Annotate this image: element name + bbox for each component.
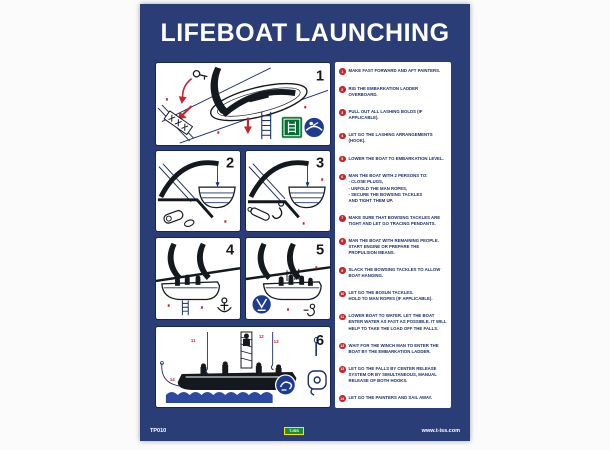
panel-number: 2 <box>226 156 234 172</box>
step-number-badge: 8 <box>339 238 346 245</box>
mast-ladder-drawing <box>240 331 253 369</box>
instruction-step: 10 LET GO THE BOSUN TACKLES. HOLD TO MAN… <box>339 290 447 302</box>
instruction-step: 11 LOWER BOAT TO WATER. LET THE BOAT ENT… <box>339 313 447 331</box>
website-url: www.t-iss.com <box>421 427 460 434</box>
step-text: LET GO THE BOSUN TACKLES. HOLD TO MAN RO… <box>348 290 433 302</box>
water-waves <box>165 392 273 403</box>
turnbuckle-detail <box>247 206 270 221</box>
step-number-badge: 6 <box>339 173 346 181</box>
board-lifeboat-badge-icon <box>303 116 326 139</box>
crew-silhouettes <box>200 361 282 375</box>
step-number-badge: 13 <box>339 366 346 373</box>
step-number-badge: 12 <box>339 342 346 350</box>
key-icon <box>192 69 208 80</box>
step-number-badge: 11 <box>339 313 346 321</box>
instruction-step: 1 MAKE FAST FORWARD AND AFT PAINTERS. <box>339 68 447 75</box>
davit-hook-drawing: 3 <box>247 156 326 225</box>
instruction-step: 5 LOWER THE BOAT TO EMBARKATION LEVEL. <box>339 156 447 163</box>
step-text: LOWER BOAT TO WATER. LET THE BOAT ENTER … <box>348 313 447 331</box>
crew-silhouettes <box>175 274 201 286</box>
product-code: TP010 <box>150 427 167 434</box>
t-iss-logo: T-ISS <box>283 426 304 435</box>
step-text: RIG THE EMBARKATION LADDER OVERBOARD. <box>348 85 419 97</box>
instruction-step: 14 LET GO THE PAINTERS AND SAIL AWAY. <box>339 395 447 402</box>
step-number-badge: 5 <box>339 155 346 163</box>
step-number-badge: 1 <box>339 68 346 75</box>
red-curved-arrow-icon <box>178 78 193 104</box>
embarkation-ladder-drawing <box>261 111 272 140</box>
instruction-step: 3 PULL OUT ALL LASHING BOLDS (IF APPLICA… <box>339 109 447 121</box>
bowsing-badge-icon <box>251 293 273 315</box>
poster-footer: TP010 T-ISS www.t-iss.com <box>150 425 460 436</box>
step-number-badge: 14 <box>339 395 346 402</box>
instruction-step: 13 LET GO THE FALLS BY CENTER RELEASE SY… <box>339 366 447 384</box>
panel-number: 6 <box>316 333 324 349</box>
step-text: LET GO THE FALLS BY CENTER RELEASE SYSTE… <box>348 365 437 383</box>
step-text: MAKE FAST FORWARD AND AFT PAINTERS. <box>348 68 441 73</box>
lifeboat-launching-poster: LIFEBOAT LAUNCHING <box>140 4 470 441</box>
shackle-detail <box>307 370 327 396</box>
fall-end-detail <box>313 337 319 356</box>
instruction-step: 2 RIG THE EMBARKATION LADDER OVERBOARD. <box>339 86 447 98</box>
ladder-badge-icon <box>281 116 303 139</box>
panel-step-5-illustration: 5 <box>245 237 331 320</box>
instructions-list: 1 MAKE FAST FORWARD AND AFT PAINTERS. 2 … <box>335 62 451 408</box>
panel-step-6-illustration: 11 12 13 14 6 <box>155 326 331 408</box>
panel-step-1-illustration: 1 <box>155 62 331 146</box>
instruction-step: 9 SLACK THE BOWSING TACKLES TO ALLOW BOA… <box>339 267 447 279</box>
boat-hanging-drawing: 5 <box>246 243 330 317</box>
panel-number: 5 <box>316 243 324 259</box>
step-number-badge: 3 <box>339 109 346 116</box>
annotation-14: 14 <box>170 377 175 382</box>
step-text: MAN THE BOAT WITH 2 PERSONS TO: - CLOSE … <box>348 173 428 203</box>
ladder-drawing <box>181 300 189 316</box>
release-badge-icon <box>274 374 297 396</box>
lashing-winch-drawing <box>163 110 194 136</box>
step-text: SLACK THE BOWSING TACKLES TO ALLOW BOAT … <box>348 267 441 279</box>
step-number-badge: 10 <box>339 290 346 298</box>
hook-detail <box>303 303 316 317</box>
step-number-badge: 4 <box>339 132 346 140</box>
painter-line <box>161 362 180 387</box>
davit-lowering-drawing: 2 <box>157 156 236 227</box>
panel-number: 4 <box>226 243 235 259</box>
manned-boat-drawing: 4 <box>156 243 240 316</box>
panel-number: 1 <box>316 69 324 85</box>
step-number-badge: 9 <box>339 267 346 274</box>
red-down-arrow-icon <box>243 117 252 135</box>
step-text: LET GO THE PAINTERS AND SAIL AWAY. <box>348 395 433 401</box>
annotation-13: 13 <box>274 339 279 344</box>
step-text: LOWER THE BOAT TO EMBARKATION LEVEL. <box>348 155 444 161</box>
release-hook-detail <box>271 200 285 220</box>
annotation-11: 11 <box>191 338 196 343</box>
instruction-step: 7 MAKE SURE THAT BOWSING TACKLES ARE TIG… <box>339 215 447 227</box>
annotation-12: 12 <box>259 334 264 339</box>
lashing-hook-detail <box>163 210 184 224</box>
panel-step-2-illustration: 2 <box>155 150 241 232</box>
step-text: PULL OUT ALL LASHING BOLDS (IF APPLICABL… <box>348 109 423 121</box>
panel-step-3-illustration: 3 <box>245 150 331 232</box>
step-text: LET GO THE LASHING ARRANGEMENTS (HOOK). <box>348 132 433 144</box>
step-text: MAKE SURE THAT BOWSING TACKLES ARE TIGHT… <box>348 214 441 226</box>
step-text: MAN THE BOAT WITH REMAINING PEOPLE. STAR… <box>348 237 439 255</box>
panel-number: 3 <box>316 156 324 172</box>
crew-silhouettes <box>278 274 313 286</box>
step-number-badge: 2 <box>339 86 346 93</box>
hook-detail <box>217 297 232 313</box>
instruction-step: 6 MAN THE BOAT WITH 2 PERSONS TO: - CLOS… <box>339 173 447 203</box>
poster-title: LIFEBOAT LAUNCHING <box>160 19 450 47</box>
lifeboat-topview-drawing: 1 <box>157 66 329 144</box>
instruction-step: 8 MAN THE BOAT WITH REMAINING PEOPLE. ST… <box>339 238 447 256</box>
panel-step-4-illustration: 4 <box>155 237 241 320</box>
boat-in-water-drawing: 11 12 13 14 6 <box>160 331 327 403</box>
step-number-badge: 7 <box>339 215 346 222</box>
step-text: WAIT FOR THE WINCH MAN TO ENTER THE BOAT… <box>348 342 439 354</box>
instruction-step: 4 LET GO THE LASHING ARRANGEMENTS (HOOK)… <box>339 132 447 144</box>
instruction-step: 12 WAIT FOR THE WINCH MAN TO ENTER THE B… <box>339 343 447 355</box>
